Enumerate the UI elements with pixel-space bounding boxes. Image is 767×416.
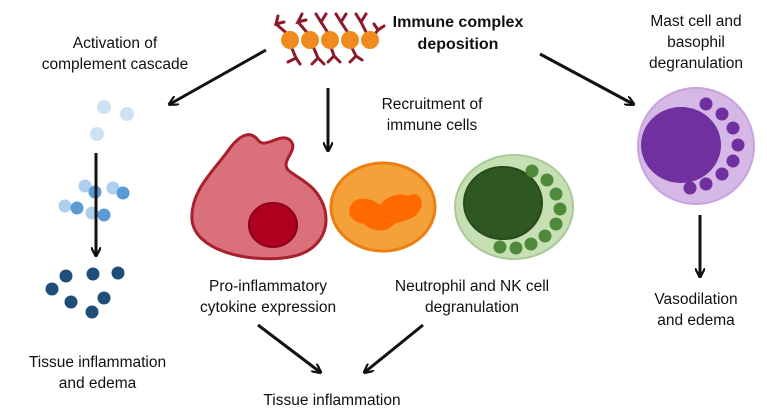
complement-proteins-icon bbox=[45, 100, 134, 319]
complement-label: Activation of complement cascade bbox=[41, 35, 189, 73]
neutrophil-icon bbox=[329, 161, 437, 253]
antigen-bead bbox=[341, 31, 359, 49]
mast-cell-icon bbox=[637, 87, 755, 205]
immune-complex-icon bbox=[273, 12, 386, 66]
immune-complex-label: Immune complex deposition bbox=[392, 14, 524, 53]
mast-cell-label: Mast cell and basophil degranulation bbox=[649, 13, 743, 72]
antigen-bead bbox=[301, 31, 319, 49]
vasodilation-label: Vasodilation and edema bbox=[654, 291, 738, 329]
nk-cell-icon bbox=[454, 154, 574, 260]
antigen-bead bbox=[361, 31, 379, 49]
arrow-to-mast-cell bbox=[539, 52, 633, 104]
neutrophil-label: Neutrophil and NK cell degranulation bbox=[394, 278, 550, 316]
antigen-bead bbox=[281, 31, 299, 49]
tissue-inflammation-left-label: Tissue inflammation and edema bbox=[28, 354, 167, 392]
tissue-inflammation-bottom-label: Tissue inflammation bbox=[263, 392, 401, 409]
arrow-neutrophil-to-inflammation bbox=[365, 323, 424, 372]
antigen-bead bbox=[321, 31, 339, 49]
arrow-to-complement bbox=[170, 48, 267, 104]
macrophage-icon bbox=[190, 133, 328, 261]
cytokine-label: Pro-inflammatory cytokine expression bbox=[199, 278, 337, 316]
arrow-cytokine-to-inflammation bbox=[257, 323, 320, 372]
recruitment-label: Recruitment of immune cells bbox=[381, 96, 483, 134]
